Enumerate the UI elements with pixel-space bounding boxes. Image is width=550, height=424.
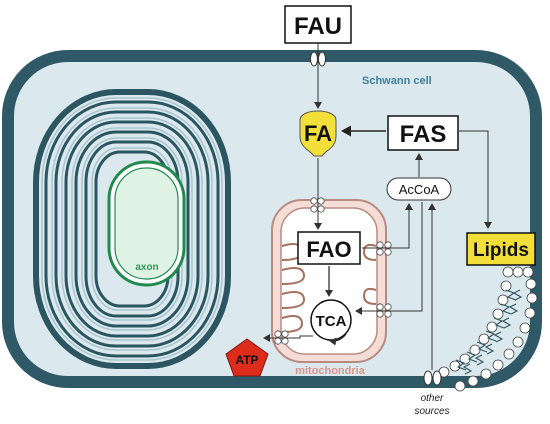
fao-label: FAO: [306, 237, 351, 262]
tca-cycle-arrow: [329, 333, 347, 346]
atp-pentagon: [225, 338, 269, 377]
arrow-fas-to-lipids: [458, 130, 492, 229]
fao-box: [297, 231, 361, 265]
lipid-bilayer: [438, 266, 538, 392]
other-sources-label-line1: other: [421, 393, 444, 404]
myelin-sheath: [33, 89, 231, 369]
fau-label: FAU: [294, 13, 342, 40]
lipids-box: [466, 232, 536, 266]
fa-shape: [299, 110, 337, 157]
lipids-label: Lipids: [473, 240, 529, 261]
mito-transporter-left: [274, 330, 289, 345]
fau-transporter: [310, 51, 326, 67]
other-sources-transporter: [423, 370, 442, 386]
axon-label: axon: [135, 262, 158, 273]
accoa-box: [386, 177, 452, 201]
tca-label: TCA: [316, 313, 347, 330]
fa-label: FA: [304, 121, 332, 146]
axon: axon: [107, 160, 186, 287]
mito-transporter-top: [310, 197, 325, 213]
arrow-accoa-to-tca: [355, 202, 423, 315]
fas-label: FAS: [400, 121, 447, 148]
cristae: [281, 243, 377, 333]
arrow-fao-to-accoa: [362, 203, 413, 249]
arrow-tca-to-atp: [263, 334, 313, 342]
mito-transporter-right-lower: [376, 303, 392, 318]
lipid-tails: [455, 289, 523, 375]
fas-box: [387, 115, 459, 151]
atp-label: ATP: [235, 353, 258, 367]
other-sources-label-line2: sources: [414, 406, 449, 417]
accoa-label: AcCoA: [399, 182, 440, 197]
mitochondria-label: mitochondria: [295, 365, 366, 377]
schwann-cell-label: Schwann cell: [362, 75, 432, 87]
mito-transporter-right-upper: [376, 241, 392, 256]
